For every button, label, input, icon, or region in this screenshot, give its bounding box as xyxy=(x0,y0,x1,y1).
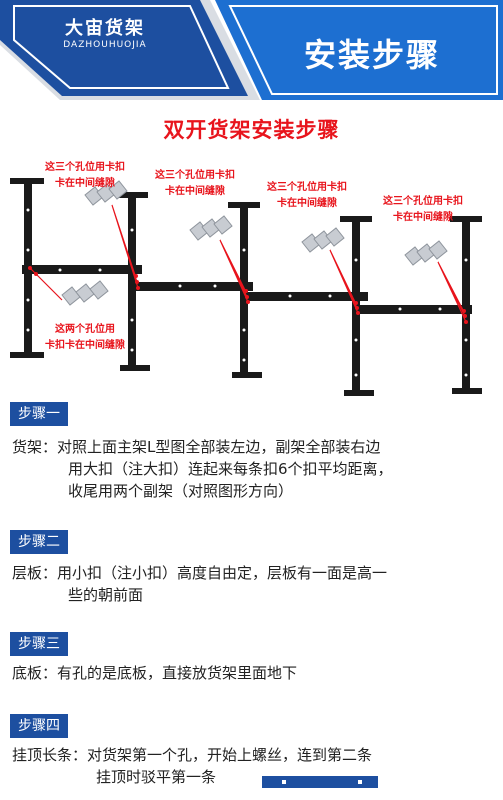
step-2-line-2: 些的朝前面 xyxy=(68,586,144,604)
header-banner: 大宙货架 DAZHOUHUOJIA 安装步骤 xyxy=(0,0,503,100)
rack-illustration xyxy=(10,178,482,396)
step-1-line-3: 收尾用两个副架（对照图形方向） xyxy=(68,482,294,500)
callout-4-line1: 这三个孔位用卡扣 xyxy=(383,196,463,207)
callout-5-line1: 这两个孔位用 xyxy=(55,324,115,335)
step-4-text: 挂顶长条：对货架第一个孔，开始上螺丝，连到第二条 挂顶时驳平第一条 xyxy=(12,744,497,788)
callout-1-line2: 卡在中间缝隙 xyxy=(55,178,115,189)
step-3-line-1: 底板：有孔的是底板，直接放货架里面地下 xyxy=(12,664,298,682)
callout-4-line2: 卡在中间缝隙 xyxy=(393,212,453,223)
callout-2-line1: 这三个孔位用卡扣 xyxy=(155,170,235,181)
brand-name-cn: 大宙货架 xyxy=(65,18,145,39)
step-2-text: 层板：用小扣（注小扣）高度自由定，层板有一面是高一 些的朝前面 xyxy=(12,562,497,606)
callout-2: 这三个孔位用卡扣 卡在中间缝隙 xyxy=(140,168,250,200)
callout-5-line2: 卡扣卡在中间缝隙 xyxy=(45,340,125,351)
callout-1-line1: 这三个孔位用卡扣 xyxy=(45,162,125,173)
step-4-badge: 步骤四 xyxy=(10,714,68,738)
main-heading: 双开货架安装步骤 xyxy=(163,118,340,142)
step-3-text: 底板：有孔的是底板，直接放货架里面地下 xyxy=(12,662,497,684)
callout-1: 这三个孔位用卡扣 卡在中间缝隙 xyxy=(30,160,140,192)
rack-diagram: 这三个孔位用卡扣 卡在中间缝隙 这三个孔位用卡扣 卡在中间缝隙 这三个孔位用卡扣… xyxy=(0,150,503,400)
callout-3: 这三个孔位用卡扣 卡在中间缝隙 xyxy=(252,180,362,212)
callout-3-line2: 卡在中间缝隙 xyxy=(277,198,337,209)
step-1-text: 货架：对照上面主架L型图全部装左边，副架全部装右边 用大扣（注大扣）连起来每条扣… xyxy=(12,436,497,502)
header-graphic xyxy=(0,0,503,100)
callout-4: 这三个孔位用卡扣 卡在中间缝隙 xyxy=(368,194,478,226)
page-title: 安装步骤 xyxy=(303,36,440,74)
decorative-bar xyxy=(262,776,378,788)
step-4-line-1: 挂顶长条：对货架第一个孔，开始上螺丝，连到第二条 xyxy=(12,746,373,764)
step-1-line-2: 用大扣（注大扣）连起来每条扣6个扣平均距离， xyxy=(68,460,393,478)
callout-5: 这两个孔位用 卡扣卡在中间缝隙 xyxy=(30,322,140,354)
step-2-badge: 步骤二 xyxy=(10,530,68,554)
step-1-line-1: 货架：对照上面主架L型图全部装左边，副架全部装右边 xyxy=(12,438,381,456)
step-4-line-2: 挂顶时驳平第一条 xyxy=(96,768,217,786)
brand-name-en: DAZHOUHUOJIA xyxy=(63,40,147,50)
step-3-badge: 步骤三 xyxy=(10,632,68,656)
step-2-line-1: 层板：用小扣（注小扣）高度自由定，层板有一面是高一 xyxy=(12,564,388,582)
callout-2-line2: 卡在中间缝隙 xyxy=(165,186,225,197)
step-1-badge: 步骤一 xyxy=(10,402,68,426)
callout-3-line1: 这三个孔位用卡扣 xyxy=(267,182,347,193)
